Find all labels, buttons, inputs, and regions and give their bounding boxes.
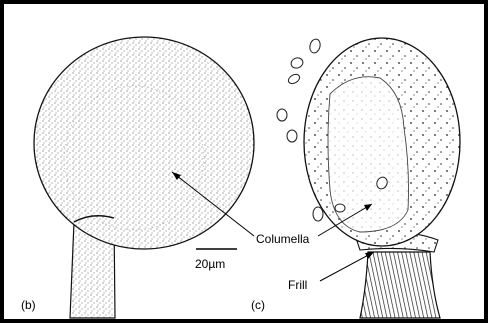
panel-label-b: (b) [21, 299, 36, 311]
frill-label: Frill [288, 279, 307, 291]
columella-label: Columella [256, 233, 309, 245]
scale-bar-label: 20µm [195, 258, 225, 270]
sporangium-head-b [34, 37, 254, 249]
panel-label-c: (c) [251, 299, 265, 311]
sporangiophore-c [360, 252, 440, 318]
